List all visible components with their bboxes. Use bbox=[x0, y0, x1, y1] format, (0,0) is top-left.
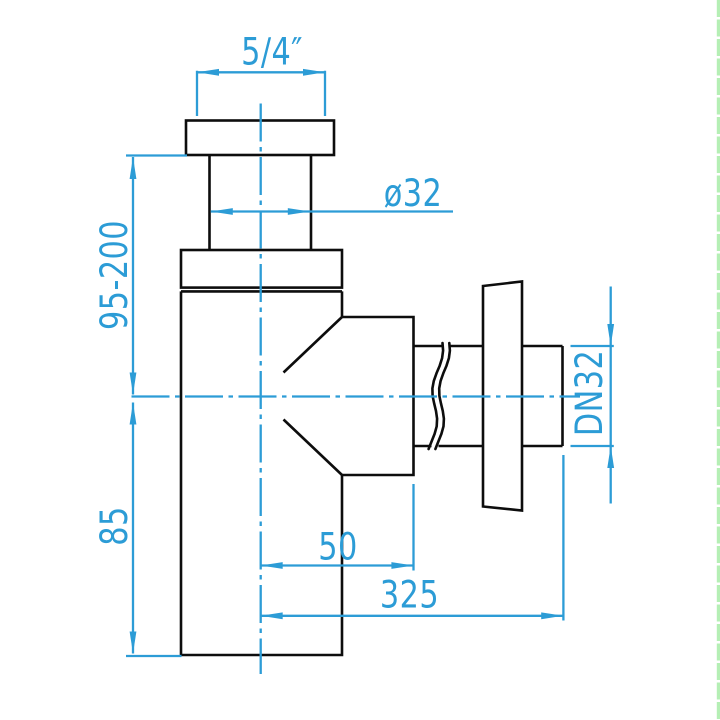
dim-text-outlet-size: DN32 bbox=[568, 350, 611, 436]
arrow-outlet-size-bottom bbox=[607, 446, 615, 468]
dim-text-outlet-offset: 50 bbox=[318, 526, 357, 569]
dim-text-height-adjustable: 95-200 bbox=[93, 220, 136, 330]
arrow-cup-top bbox=[129, 402, 137, 425]
wall-flange bbox=[481, 280, 524, 512]
arrow-height-bottom bbox=[129, 372, 137, 395]
arrow-outlet-offset-left bbox=[260, 562, 283, 569]
dimension-lines bbox=[126, 70, 614, 658]
arrow-inlet-thread-right bbox=[303, 68, 325, 76]
arm-chamfer-edges bbox=[282, 316, 343, 476]
arrow-inlet-thread-left bbox=[197, 68, 219, 76]
arrow-outlet-reach-left bbox=[260, 612, 283, 620]
arrow-height-top bbox=[129, 157, 137, 179]
ext-lines-inlet-thread bbox=[195, 70, 327, 116]
inlet-neck bbox=[208, 156, 313, 250]
ext-lines-outlet-size bbox=[570, 344, 614, 448]
arrow-cup-bottom bbox=[129, 631, 137, 654]
dim-text-inlet-thread: 5/4″ bbox=[241, 31, 303, 74]
dimension-texts: 5/4″ ø32 95-200 85 50 325 DN32 bbox=[93, 31, 611, 617]
dim-text-inlet-diameter: ø32 bbox=[384, 172, 442, 215]
dim-text-outlet-reach: 325 bbox=[380, 574, 439, 617]
arrow-inlet-diameter-left bbox=[210, 208, 233, 215]
arrow-inlet-diameter-right bbox=[287, 208, 310, 215]
centerlines bbox=[131, 103, 580, 674]
dim-text-cup-depth: 85 bbox=[93, 506, 136, 545]
dimension-arrows bbox=[129, 68, 615, 654]
arrow-outlet-offset-right bbox=[391, 562, 414, 569]
break-line-right bbox=[434, 341, 452, 451]
arrow-outlet-reach-right bbox=[541, 612, 564, 620]
arrow-outlet-size-top bbox=[607, 324, 615, 346]
